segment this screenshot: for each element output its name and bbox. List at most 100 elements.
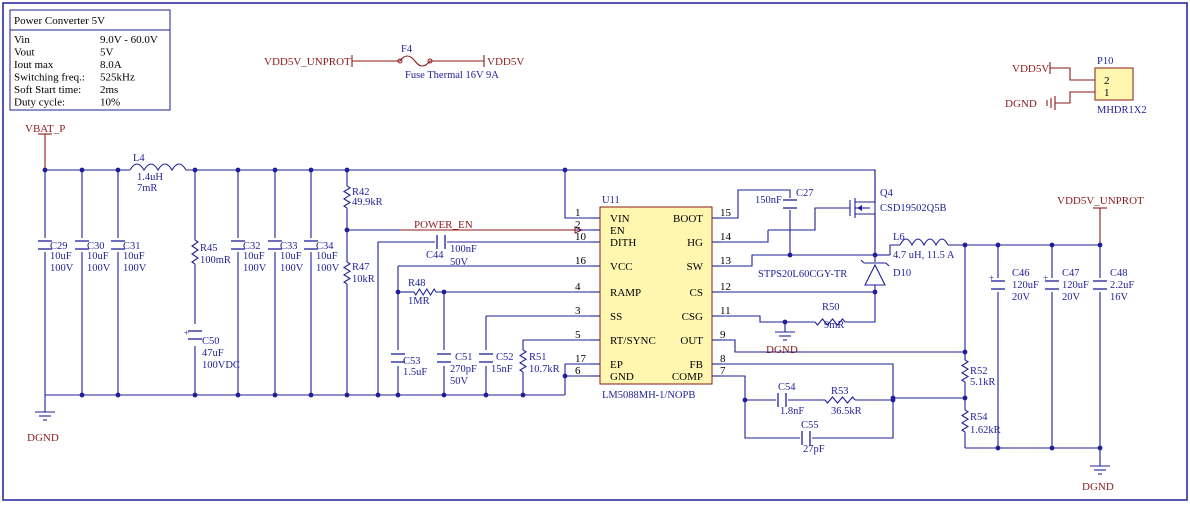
component-value: 100nF: [450, 244, 477, 255]
component-value: 150nF: [755, 195, 782, 206]
component-value: 1.8nF: [780, 406, 804, 417]
component-value: 1.4uH: [137, 172, 163, 183]
fuse-f4-symbol: [397, 55, 433, 67]
component-ref: C47: [1062, 268, 1080, 279]
capacitor-symbols: [38, 199, 1107, 445]
component-ref: R45: [200, 243, 218, 254]
component-value: 15nF: [491, 364, 513, 375]
fuse-ref: F4: [401, 44, 413, 55]
component-value: 10kR: [352, 274, 375, 285]
component-ref: C54: [778, 382, 796, 393]
component-rating: 100V: [87, 263, 111, 274]
component-rating: 100V: [316, 263, 340, 274]
component-rating: 100VDC: [202, 360, 240, 371]
component-value: 2.2uF: [1110, 280, 1134, 291]
ic-pin-name: SS: [610, 311, 622, 323]
ic-pin-number: 1: [575, 207, 581, 219]
component-labels: L41.4uH7mRC2910uF100VC3010uF100VC3110uF1…: [50, 153, 1134, 455]
ic-pin-name: SW: [687, 261, 704, 273]
component-value: 10uF: [243, 251, 265, 262]
spec-value: 525kHz: [100, 72, 135, 84]
component-value: 1.62kR: [970, 425, 1001, 436]
net-dgnd-center: DGND: [766, 344, 798, 356]
spec-value: 2ms: [100, 84, 118, 96]
ic-pin-name: DITH: [610, 237, 636, 249]
component-value: 270pF: [450, 364, 477, 375]
component-ref: C29: [50, 241, 68, 252]
net-dgnd-left: DGND: [27, 432, 59, 444]
component-rating: 100V: [280, 263, 304, 274]
component-rating: 100V: [50, 263, 74, 274]
spec-label: Vin: [14, 34, 30, 46]
component-ref: L6: [893, 232, 905, 243]
component-value: CSD19502Q5B: [880, 203, 947, 214]
ic-pin-number: 4: [575, 281, 581, 293]
ic-pin-number: 12: [720, 281, 731, 293]
ic-pin-number: 2: [575, 219, 581, 231]
component-ref: R51: [529, 352, 547, 363]
net-dgnd-right: DGND: [1082, 481, 1114, 493]
wires: [44, 60, 1101, 466]
ic-pin-name: EP: [610, 359, 623, 371]
component-ref: C53: [403, 356, 421, 367]
component-ref: C52: [496, 352, 514, 363]
component-value: 49.9kR: [352, 197, 383, 208]
ic-pin-name: VCC: [610, 261, 633, 273]
net-vdd5v-fuse: VDD5V: [487, 56, 524, 68]
component-ref: C44: [426, 250, 444, 261]
net-vdd5v-unprot-out: VDD5V_UNPROT: [1057, 195, 1144, 207]
resistor-symbols: [191, 185, 970, 433]
svg-text:1: 1: [1104, 87, 1110, 99]
mosfet-q4-symbol: [849, 170, 876, 220]
component-ref: R52: [970, 366, 988, 377]
component-ref: C46: [1012, 268, 1030, 279]
page-title: Power Converter 5V: [14, 15, 105, 27]
header-ref: P10: [1097, 56, 1113, 67]
component-rating: 7mR: [137, 183, 157, 194]
component-value: 27pF: [803, 444, 825, 455]
component-value: 120uF: [1012, 280, 1039, 291]
spec-value: 9.0V - 60.0V: [100, 34, 158, 46]
ic-pin-number: 11: [720, 305, 731, 317]
component-ref: Q4: [880, 188, 894, 199]
ic-pin-number: 3: [575, 305, 581, 317]
power-symbols: [35, 55, 1110, 475]
ic-pin-name: COMP: [672, 371, 703, 383]
spec-value: 5V: [100, 47, 114, 59]
ic-pin-number: 16: [575, 255, 587, 267]
spec-value: 10%: [100, 97, 120, 109]
component-value: 120uF: [1062, 280, 1089, 291]
ic-pin-number: 9: [720, 329, 726, 341]
net-power-en: POWER_EN: [414, 219, 473, 231]
inductor-l6-symbol: [899, 238, 949, 247]
component-value: 1MR: [408, 296, 430, 307]
component-ref: R50: [822, 302, 840, 313]
component-value: 36.5kR: [831, 406, 862, 417]
header-p10: 2 1 P10 MHDR1X2: [1094, 56, 1147, 116]
ic-pin-name: BOOT: [673, 213, 703, 225]
component-ref: C48: [1110, 268, 1128, 279]
diode-d10-symbol: [860, 259, 890, 286]
component-ref: C33: [280, 241, 298, 252]
component-value: 1.5uF: [403, 367, 427, 378]
ic-pin-number: 5: [575, 329, 581, 341]
component-ref: R42: [352, 187, 370, 198]
net-vbat: VBAT_P: [25, 123, 65, 135]
component-ref: R54: [970, 412, 988, 423]
ic-pin-number: 15: [720, 207, 732, 219]
component-value: 5.1kR: [970, 377, 995, 388]
ic-pin-number: 7: [720, 365, 726, 377]
component-value: 100mR: [200, 255, 231, 266]
component-value: 4.7 uH, 11.5 A: [893, 250, 955, 261]
spec-label: Vout: [14, 47, 35, 59]
spec-block: Power Converter 5V Vin 9.0V - 60.0V Vout 5V…: [9, 9, 171, 111]
inductor-l4-symbol: [129, 163, 187, 172]
ic-pin-number: 8: [720, 353, 726, 365]
net-labels: VBAT_P VDD5V_UNPROT VDD5V VDD5V DGND VDD…: [25, 56, 1144, 493]
component-ref: C27: [796, 188, 814, 199]
sheet-frame: [2, 2, 1188, 501]
component-value: STPS20L60CGY-TR: [758, 269, 847, 280]
spec-value: 8.0A: [100, 59, 122, 71]
component-ref: R53: [831, 386, 849, 397]
